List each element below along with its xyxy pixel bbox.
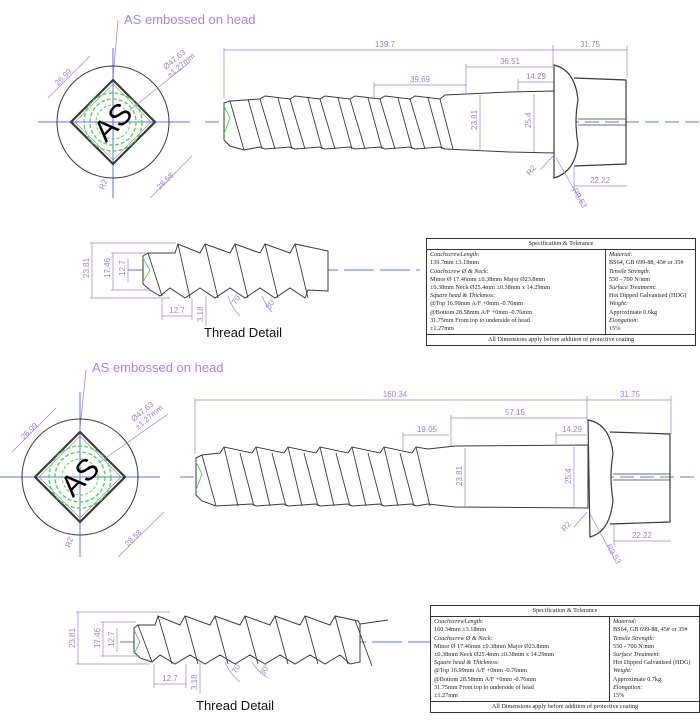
- svg-text:26.99: 26.99: [53, 67, 74, 88]
- svg-text:139.7: 139.7: [375, 40, 396, 49]
- svg-text:19.05: 19.05: [417, 425, 438, 434]
- callout-embossed: AS embossed on head: [124, 12, 256, 27]
- svg-text:R2: R2: [97, 177, 109, 190]
- thread-detail-caption: Thread Detail: [204, 325, 283, 340]
- technical-drawing: AS embossed on head AS 26.99 Ø47.63 ±1.2…: [0, 360, 700, 694]
- svg-text:R9.53: R9.53: [570, 187, 589, 210]
- head-end-view: AS 26.99 Ø47.63 ±1.27mm 28.58 R2: [38, 47, 197, 199]
- svg-text:12.7: 12.7: [162, 674, 178, 683]
- svg-text:30°: 30°: [258, 662, 272, 677]
- spec-right-column: Material: BS64, GB 699-88, 45# or 35# Te…: [609, 251, 687, 333]
- svg-text:17.46: 17.46: [93, 627, 102, 648]
- svg-text:31.75: 31.75: [620, 390, 641, 399]
- svg-text:160.34: 160.34: [383, 390, 408, 399]
- thread-detail-caption: Thread Detail: [196, 698, 275, 713]
- svg-text:R2: R2: [63, 535, 75, 548]
- svg-text:39.69: 39.69: [410, 75, 431, 84]
- svg-text:23.81: 23.81: [68, 627, 77, 648]
- svg-text:28.58: 28.58: [155, 171, 176, 192]
- svg-text:22.22: 22.22: [632, 531, 653, 540]
- spec-table: Specification & Tolerance CoachscrewLeng…: [426, 238, 696, 347]
- side-view: 160.34 31.75 57.15 19.05 14.29 23.81 25.…: [180, 390, 700, 566]
- svg-text:3.18: 3.18: [196, 306, 205, 322]
- spec-title: Specification & Tolerance: [431, 606, 699, 618]
- svg-text:25.4: 25.4: [564, 468, 573, 484]
- svg-text:14.29: 14.29: [562, 425, 583, 434]
- svg-text:23.81: 23.81: [82, 257, 91, 278]
- svg-text:23.81: 23.81: [455, 465, 464, 486]
- svg-text:25.4: 25.4: [524, 112, 533, 128]
- spec-footer: All Dimensions apply before addition of …: [431, 701, 699, 712]
- head-end-view: AS 26.99 Ø47.63 ±1.27mm 28.58 R2: [0, 392, 169, 558]
- svg-text:36.51: 36.51: [500, 57, 521, 66]
- svg-text:R2: R2: [560, 519, 574, 533]
- drawing-coachscrew-139: AS embossed on head AS 26.99 Ø47.63 ±1.2…: [38, 12, 700, 347]
- svg-text:57.15: 57.15: [505, 408, 526, 417]
- spec-left-column: CoachscrewLength: 139.7mm ±3.18mm Coachs…: [427, 250, 606, 335]
- spec-left-column: CoachscrewLength: 160.34mm ±3.18mm Coach…: [431, 617, 610, 702]
- thread-detail: 23.81 17.46 12.7 12.7 3.18 70° 30°: [82, 242, 420, 326]
- svg-text:14.29: 14.29: [526, 72, 547, 81]
- spec-table: Specification & Tolerance CoachscrewLeng…: [430, 605, 700, 714]
- thread-detail: 23.81 17.46 12.7 12.7 3.18 70° 30°: [68, 611, 430, 694]
- technical-drawing: AS embossed on head AS 26.99 Ø47.63 ±1.2…: [38, 12, 700, 326]
- svg-text:12.7: 12.7: [169, 306, 185, 315]
- svg-text:3.18: 3.18: [190, 674, 199, 690]
- svg-text:30°: 30°: [264, 296, 278, 311]
- side-view: 139.7 31.75 36.51 39.69 14.29 23.81 25.4…: [205, 40, 700, 210]
- svg-text:17.46: 17.46: [103, 257, 112, 278]
- svg-text:22.22: 22.22: [590, 176, 611, 185]
- spec-title: Specification & Tolerance: [427, 239, 695, 251]
- callout-embossed: AS embossed on head: [92, 360, 224, 375]
- svg-text:12.7: 12.7: [107, 631, 116, 647]
- svg-text:23.81: 23.81: [470, 109, 479, 130]
- drawing-coachscrew-160: AS embossed on head AS 26.99 Ø47.63 ±1.2…: [0, 352, 700, 714]
- embossed-as-text: AS: [88, 97, 140, 149]
- svg-text:R9.53: R9.53: [604, 543, 623, 566]
- svg-text:31.75: 31.75: [580, 40, 601, 49]
- spec-right-column: Material: BS64, GB 699-88, 45# or 35# Te…: [613, 618, 691, 700]
- svg-text:12.7: 12.7: [118, 260, 127, 276]
- svg-text:28.58: 28.58: [123, 528, 144, 549]
- spec-footer: All Dimensions apply before addition of …: [427, 334, 695, 345]
- svg-text:R2: R2: [525, 163, 539, 177]
